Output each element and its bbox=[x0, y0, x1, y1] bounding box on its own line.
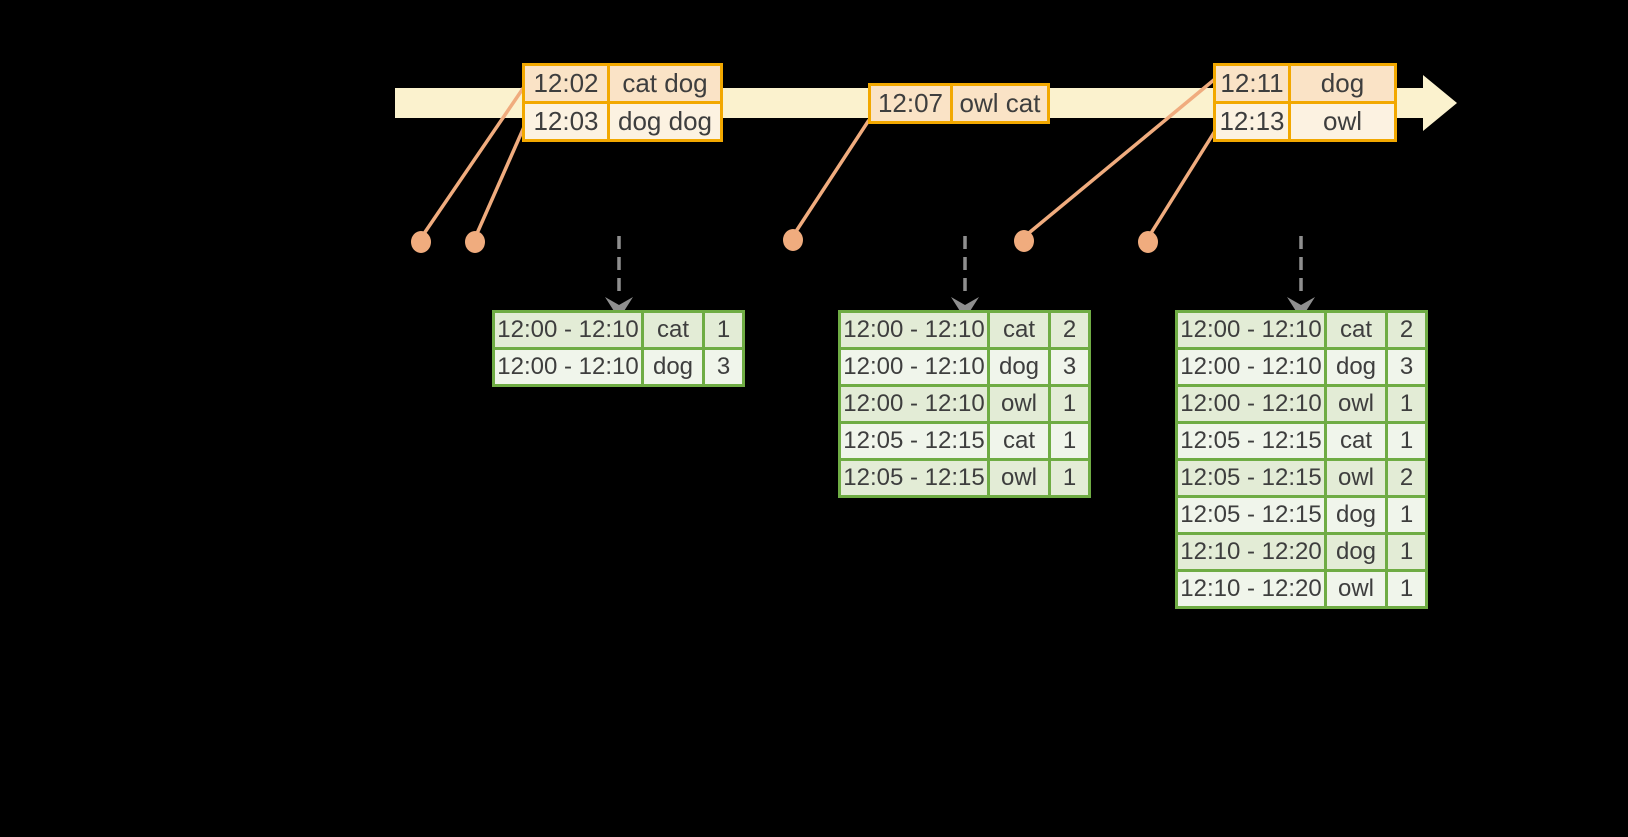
window-cell: 12:05 - 12:15 bbox=[1178, 498, 1324, 532]
event-words-cell: owl cat bbox=[953, 86, 1047, 121]
event-time-cell: 12:03 bbox=[525, 104, 607, 139]
event-time-cell: 12:07 bbox=[871, 86, 950, 121]
count-cell: 3 bbox=[705, 350, 742, 384]
count-cell: 1 bbox=[1388, 572, 1425, 606]
count-cell: 2 bbox=[1051, 313, 1088, 347]
word-cell: cat bbox=[1327, 424, 1385, 458]
word-cell: owl bbox=[1327, 572, 1385, 606]
word-cell: owl bbox=[990, 461, 1048, 495]
count-cell: 1 bbox=[1388, 387, 1425, 421]
window-cell: 12:05 - 12:15 bbox=[841, 461, 987, 495]
event-table-1: 12:02 cat dog 12:03 dog dog bbox=[522, 63, 723, 142]
window-cell: 12:00 - 12:10 bbox=[495, 313, 641, 347]
event-words-cell: dog bbox=[1291, 66, 1394, 101]
window-cell: 12:05 - 12:15 bbox=[1178, 424, 1324, 458]
event-connector-line bbox=[419, 86, 526, 239]
event-time-dot bbox=[1138, 231, 1158, 253]
count-cell: 1 bbox=[1388, 498, 1425, 532]
trigger-arrowhead-icon bbox=[605, 297, 633, 319]
word-cell: owl bbox=[990, 387, 1048, 421]
result-table-2: 12:00 - 12:10 cat 2 12:00 - 12:10 dog 3 … bbox=[838, 310, 1091, 498]
word-cell: dog bbox=[1327, 535, 1385, 569]
trigger-arrows bbox=[605, 236, 1315, 319]
count-cell: 1 bbox=[1388, 424, 1425, 458]
word-cell: cat bbox=[644, 313, 702, 347]
event-connector-line bbox=[1146, 130, 1217, 239]
window-cell: 12:05 - 12:15 bbox=[1178, 461, 1324, 495]
event-time-dot bbox=[783, 229, 803, 251]
window-cell: 12:00 - 12:10 bbox=[1178, 387, 1324, 421]
event-connector-line bbox=[1022, 77, 1217, 239]
window-cell: 12:00 - 12:10 bbox=[1178, 350, 1324, 384]
count-cell: 1 bbox=[1051, 424, 1088, 458]
event-time-dot bbox=[411, 231, 431, 253]
event-time-cell: 12:02 bbox=[525, 66, 607, 101]
event-connector-line bbox=[791, 119, 871, 237]
count-cell: 1 bbox=[705, 313, 742, 347]
count-cell: 1 bbox=[1051, 461, 1088, 495]
word-cell: owl bbox=[1327, 461, 1385, 495]
window-cell: 12:10 - 12:20 bbox=[1178, 572, 1324, 606]
window-cell: 12:10 - 12:20 bbox=[1178, 535, 1324, 569]
window-cell: 12:00 - 12:10 bbox=[841, 313, 987, 347]
event-words-cell: owl bbox=[1291, 104, 1394, 139]
result-table-3: 12:00 - 12:10 cat 2 12:00 - 12:10 dog 3 … bbox=[1175, 310, 1428, 609]
event-time-dots bbox=[411, 229, 1158, 253]
count-cell: 3 bbox=[1388, 350, 1425, 384]
event-time-cell: 12:11 bbox=[1216, 66, 1288, 101]
window-cell: 12:00 - 12:10 bbox=[841, 350, 987, 384]
event-table-3: 12:11 dog 12:13 owl bbox=[1213, 63, 1397, 142]
word-cell: dog bbox=[1327, 350, 1385, 384]
word-cell: dog bbox=[990, 350, 1048, 384]
word-cell: cat bbox=[990, 424, 1048, 458]
window-cell: 12:05 - 12:15 bbox=[841, 424, 987, 458]
event-connector-lines bbox=[419, 77, 1217, 239]
window-cell: 12:00 - 12:10 bbox=[841, 387, 987, 421]
word-cell: dog bbox=[1327, 498, 1385, 532]
timeline-arrowhead-icon bbox=[1423, 75, 1457, 131]
word-cell: cat bbox=[990, 313, 1048, 347]
count-cell: 1 bbox=[1051, 387, 1088, 421]
word-cell: dog bbox=[644, 350, 702, 384]
count-cell: 2 bbox=[1388, 461, 1425, 495]
trigger-arrowhead-icon bbox=[1287, 297, 1315, 319]
count-cell: 2 bbox=[1388, 313, 1425, 347]
event-words-cell: cat dog bbox=[610, 66, 720, 101]
trigger-arrowhead-icon bbox=[951, 297, 979, 319]
event-time-dot bbox=[1014, 230, 1034, 252]
count-cell: 3 bbox=[1051, 350, 1088, 384]
word-cell: cat bbox=[1327, 313, 1385, 347]
event-table-2: 12:07 owl cat bbox=[868, 83, 1050, 124]
word-cell: owl bbox=[1327, 387, 1385, 421]
window-cell: 12:00 - 12:10 bbox=[1178, 313, 1324, 347]
event-time-dot bbox=[465, 231, 485, 253]
event-connector-line bbox=[473, 126, 526, 239]
event-words-cell: dog dog bbox=[610, 104, 720, 139]
event-time-cell: 12:13 bbox=[1216, 104, 1288, 139]
window-cell: 12:00 - 12:10 bbox=[495, 350, 641, 384]
count-cell: 1 bbox=[1388, 535, 1425, 569]
result-table-1: 12:00 - 12:10 cat 1 12:00 - 12:10 dog 3 bbox=[492, 310, 745, 387]
